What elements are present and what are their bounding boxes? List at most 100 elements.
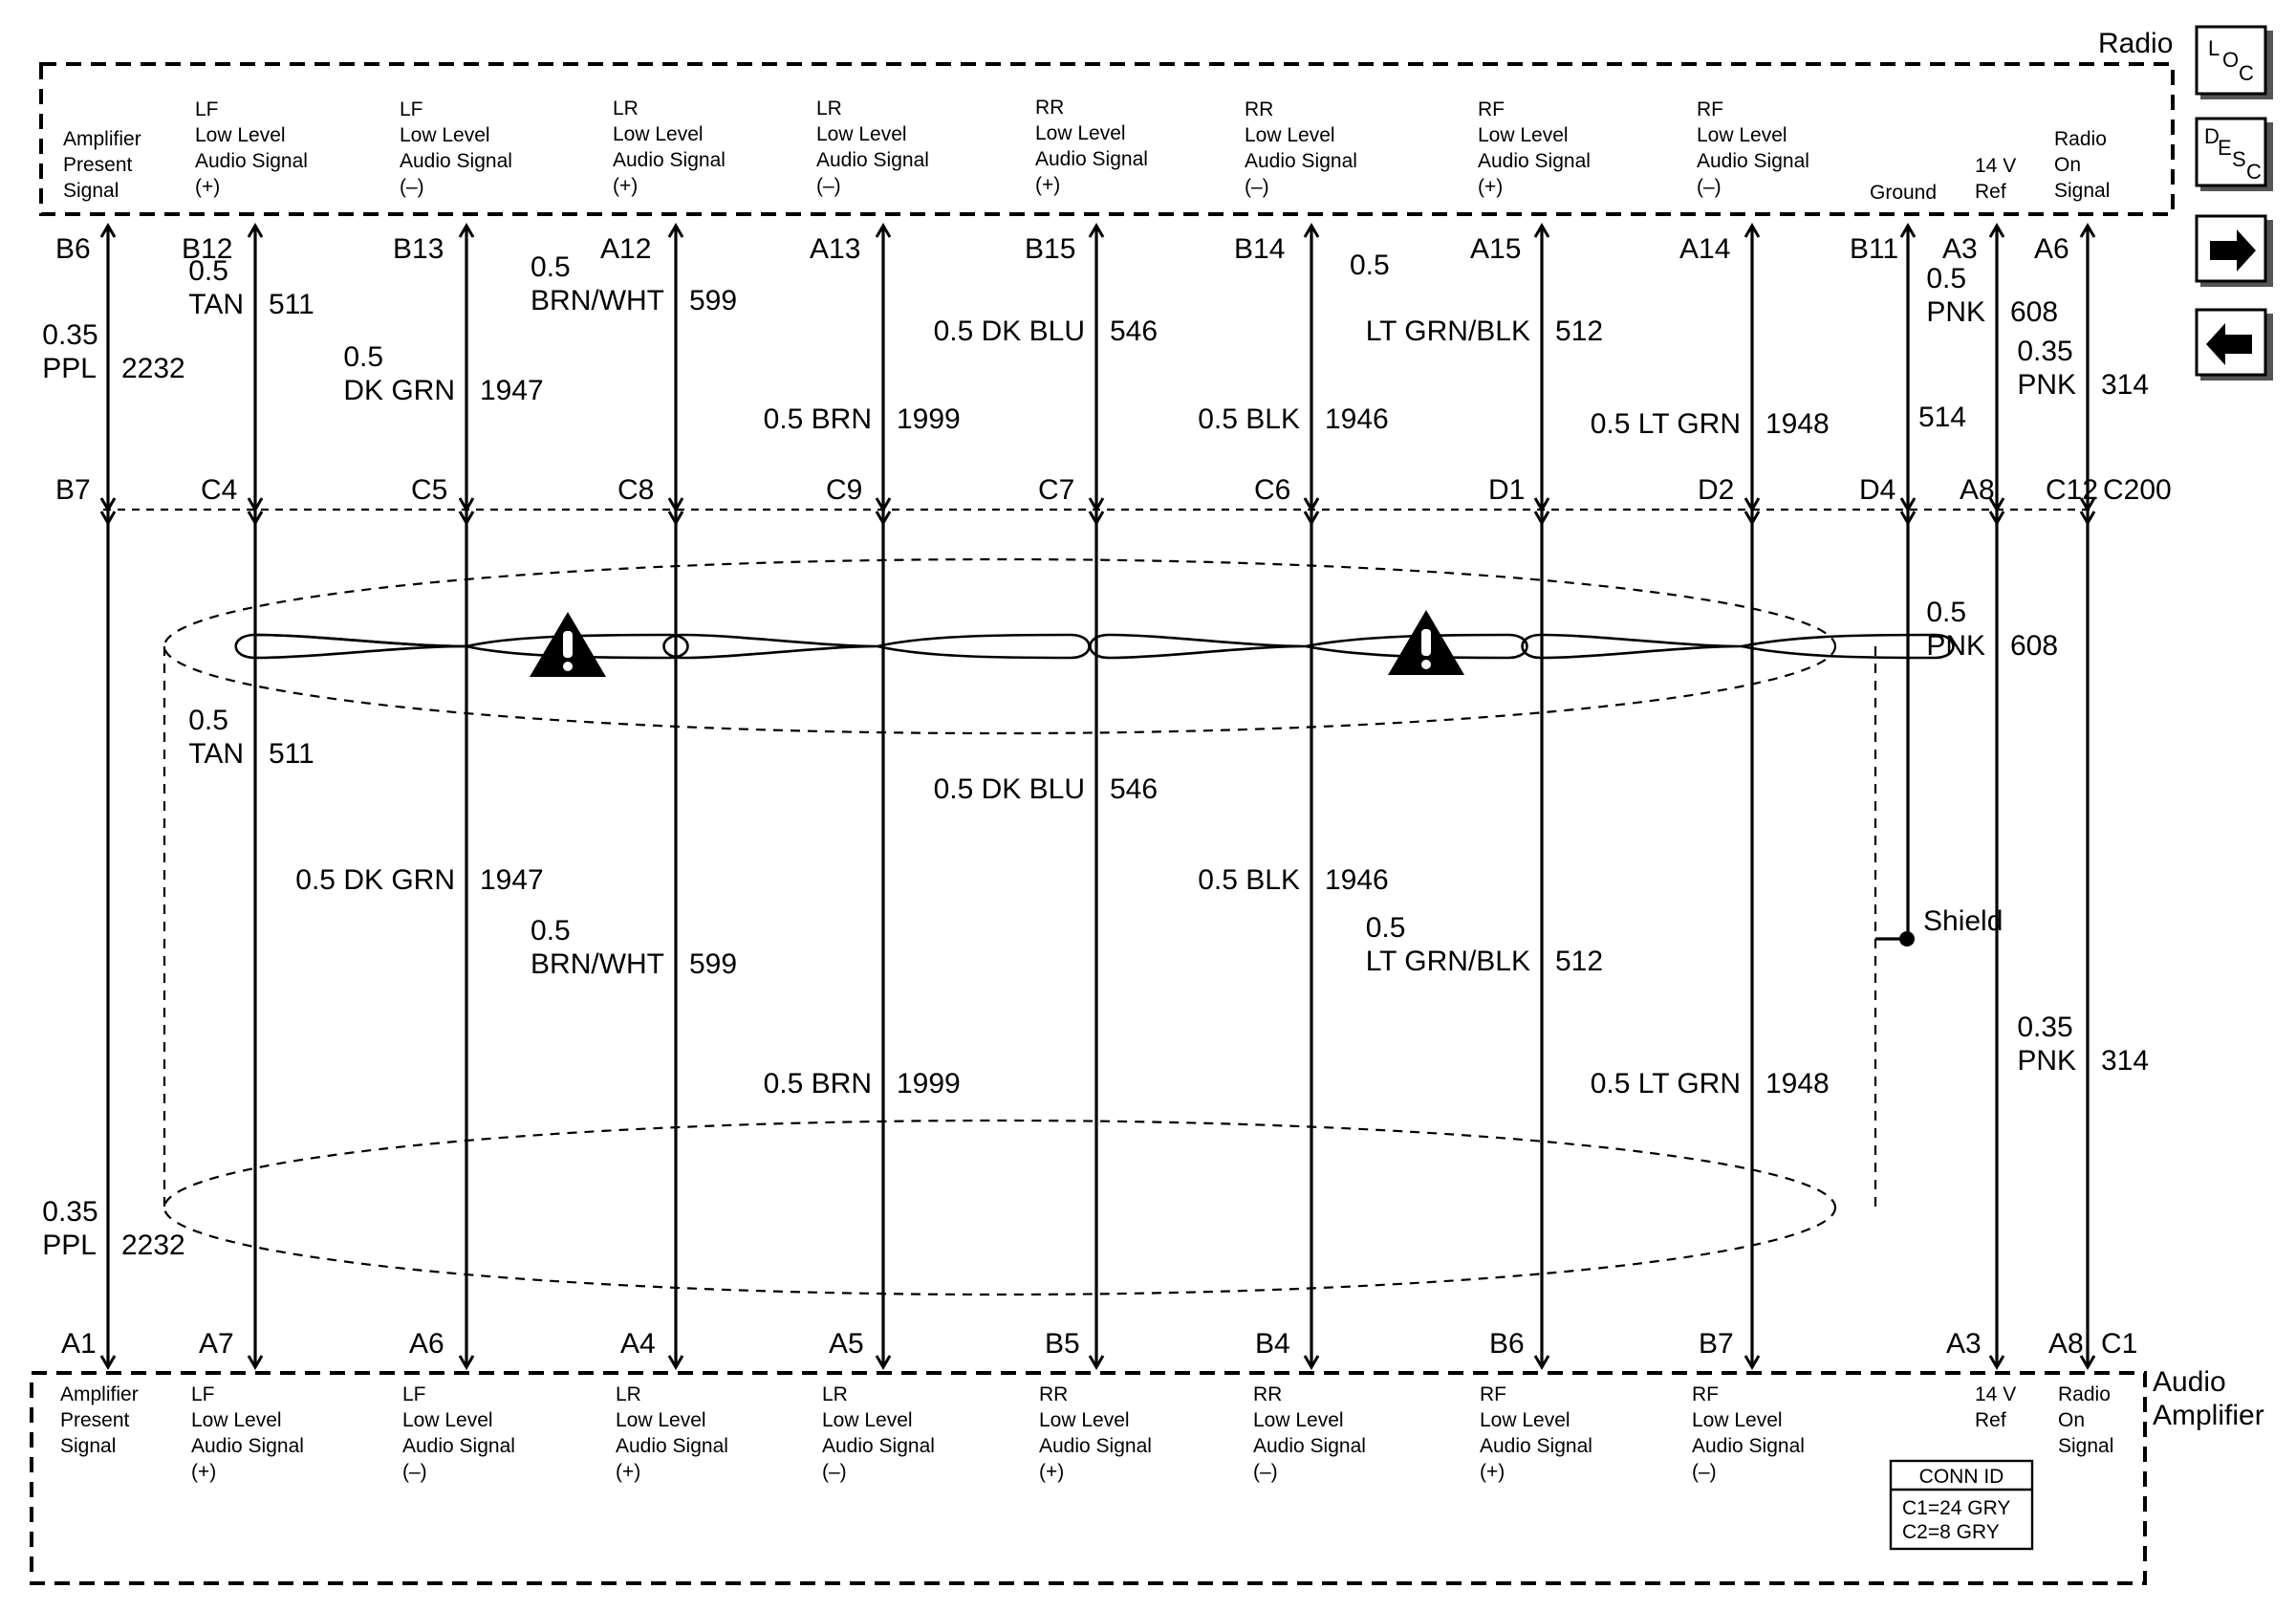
color-rf-plus-0: LT GRN/BLK (1366, 316, 1530, 347)
connector-female-amp-present (99, 511, 117, 526)
circuit-rf-plus-1: 512 (1555, 946, 1603, 977)
radio-desc-rr-minus-1: Low Level (1245, 124, 1335, 146)
pin-radio-amp-present: B6 (55, 233, 91, 265)
amp-desc-lf-minus-2: Audio Signal (402, 1435, 515, 1457)
amp-desc-radio-on-1: On (2058, 1409, 2085, 1431)
arrow-top-amp-present (99, 223, 117, 238)
pin-amp-amp-present: A1 (61, 1328, 97, 1360)
conn-id-line-1: C1=24 GRY (1902, 1497, 2010, 1519)
amp-desc-lr-minus-1: Low Level (822, 1409, 913, 1431)
radio-desc-rr-plus-1: Low Level (1035, 122, 1126, 144)
desc-letter-d: D (2204, 124, 2220, 148)
amp-desc-rf-minus-3: (–) (1692, 1461, 1717, 1483)
gauge-radio-on-1: 0.35 (2017, 1012, 2072, 1043)
radio-desc-lr-minus-1: Low Level (816, 123, 907, 145)
radio-desc-rf-minus-0: RF (1697, 98, 1723, 120)
color-radio-on-0: PNK (2017, 369, 2076, 401)
color-ref-14v-0: PNK (1926, 296, 1985, 328)
gauge-lf-minus-0: 0.5 (343, 341, 383, 373)
connector-female-rr-plus (1088, 511, 1105, 526)
connector-female-lf-minus (458, 511, 475, 526)
radio-title: Radio (2098, 28, 2173, 59)
circuit-radio-on-0: 314 (2101, 369, 2149, 401)
color-lf-plus-0: TAN (188, 289, 244, 320)
radio-desc-lf-minus-1: Low Level (400, 124, 490, 146)
amp-desc-ref-14v-1: Ref (1975, 1409, 2006, 1431)
amp-desc-rf-minus-0: RF (1692, 1383, 1719, 1405)
previous-page-button[interactable] (2195, 308, 2273, 381)
connector-female-radio-on (2079, 511, 2096, 526)
gauge-radio-on-0: 0.35 (2017, 336, 2072, 367)
amp-desc-lf-plus-1: Low Level (191, 1409, 282, 1431)
amp-desc-lf-plus-0: LF (191, 1383, 215, 1405)
circuit-lf-minus-1: 1947 (480, 864, 544, 896)
desc-button[interactable]: D E S C (2195, 117, 2273, 191)
arrow-top-rr-minus (1303, 223, 1320, 238)
pin-c200-lr-plus: C8 (617, 474, 654, 506)
arrow-bottom-lr-minus (875, 1355, 892, 1370)
gauge-lr-plus-1: 0.5 (531, 915, 571, 947)
connector-c200-label: C200 (2103, 474, 2172, 506)
pin-c200-ground: D4 (1859, 474, 1895, 506)
pin-c200-rf-minus: D2 (1698, 474, 1734, 506)
circuit-rf-minus-1: 1948 (1765, 1068, 1830, 1099)
pin-radio-rf-minus: A14 (1679, 233, 1730, 265)
radio-desc-lr-plus-0: LR (613, 98, 639, 120)
amp-desc-rr-plus-1: Low Level (1039, 1409, 1130, 1431)
connector-male-lr-plus (667, 497, 684, 512)
twist-lf-pair (234, 633, 689, 660)
twist-rr-right (1305, 633, 1528, 660)
arrow-top-rf-plus (1533, 223, 1550, 238)
amp-desc-lf-minus-1: Low Level (402, 1409, 493, 1431)
pin-radio-lf-plus: B12 (182, 233, 232, 265)
pin-c200-ref-14v: A8 (1960, 474, 1995, 506)
loc-button[interactable]: L O C (2195, 25, 2273, 99)
twist-lr-pair (662, 633, 1091, 660)
conn-id-line-2: C2=8 GRY (1902, 1521, 2000, 1543)
radio-desc-lf-plus-1: Low Level (195, 124, 286, 146)
twisted-pair-shield (162, 557, 1907, 1296)
color-rf-plus-1: LT GRN/BLK (1366, 946, 1530, 977)
pin-c200-rr-plus: C7 (1038, 474, 1074, 506)
connector-female-lf-plus (247, 511, 264, 526)
wire-label-rr-minus-1: 0.5 BLK (1198, 864, 1300, 896)
gauge-lf-plus-0: 0.5 (188, 255, 228, 287)
wires (99, 223, 2096, 1370)
gauge-rf-plus-1: 0.5 (1366, 912, 1406, 944)
radio-desc-amp-present-1: Present (63, 154, 133, 176)
arrow-bottom-ref-14v (1988, 1355, 2005, 1370)
radio-desc-rf-plus-2: Audio Signal (1478, 150, 1591, 172)
arrow-top-ground (1899, 223, 1917, 238)
amp-desc-rr-plus-0: RR (1039, 1383, 1068, 1405)
next-page-button[interactable] (2195, 214, 2273, 287)
circuit-ground-0: 514 (1918, 402, 1966, 433)
pin-radio-radio-on: A6 (2034, 233, 2069, 265)
amp-desc-rf-plus-2: Audio Signal (1480, 1435, 1592, 1457)
radio-desc-rr-minus-3: (–) (1245, 176, 1269, 198)
pin-amp-radio-on: A8 (2048, 1328, 2084, 1360)
color-radio-on-1: PNK (2017, 1045, 2076, 1077)
pin-radio-lr-plus: A12 (600, 233, 651, 265)
twist-rr-left (1089, 633, 1307, 660)
connector-male-rr-minus (1303, 497, 1320, 512)
radio-desc-lf-minus-2: Audio Signal (400, 150, 512, 172)
gauge-amp-present-1: 0.35 (42, 1196, 97, 1228)
radio-desc-lf-plus-3: (+) (195, 176, 220, 198)
connector-male-ground (1899, 497, 1917, 512)
pin-c200-lf-plus: C4 (201, 474, 237, 506)
circuit-amp-present-1: 2232 (121, 1230, 185, 1261)
circuit-ref-14v-0: 608 (2010, 296, 2058, 328)
pin-amp-ref-14v: A3 (1946, 1328, 1982, 1360)
amp-desc-rf-plus-3: (+) (1480, 1461, 1505, 1483)
wire-label-rf-minus-0: 0.5 LT GRN (1591, 408, 1741, 440)
color-ref-14v-1: PNK (1926, 630, 1985, 662)
labels: AmplifierPresentSignalAmplifierPresentSi… (42, 97, 2171, 1483)
pin-amp-rr-minus: B4 (1255, 1328, 1290, 1360)
circuit-radio-on-1: 314 (2101, 1045, 2149, 1077)
pin-c200-lf-minus: C5 (411, 474, 447, 506)
arrow-top-lf-plus (247, 223, 264, 238)
arrow-bottom-rf-minus (1744, 1355, 1761, 1370)
gauge-ref-14v-0: 0.5 (1926, 263, 1966, 294)
amp-desc-radio-on-0: Radio (2058, 1383, 2111, 1405)
pin-amp-rr-plus: B5 (1045, 1328, 1080, 1360)
